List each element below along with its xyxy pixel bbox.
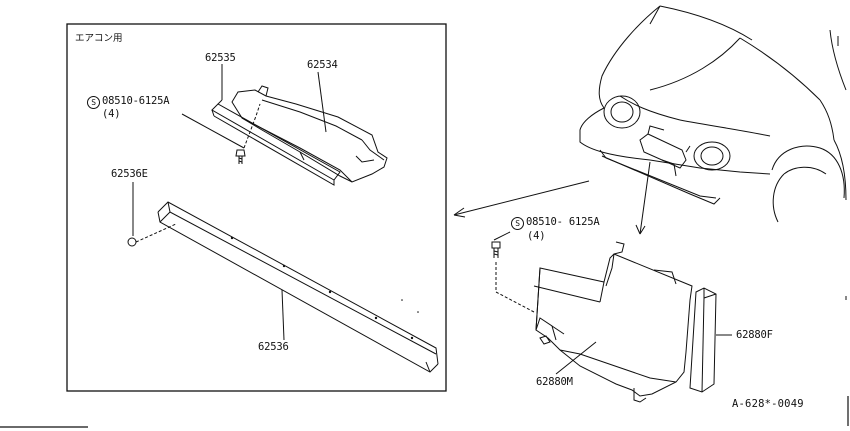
clip-62536e [127,182,177,247]
s-symbol-icon: S [511,217,524,230]
label-62880f: 62880F [736,329,773,341]
transfer-arrow [453,180,590,218]
label-inset-bolt-qty: (4) [102,108,121,120]
label-main-bolt-qty: (4) [527,230,546,242]
label-62536e: 62536E [111,168,148,180]
s-symbol-icon: S [87,96,100,109]
part-62880f-seal [689,287,717,393]
part-62534-cover [231,85,388,183]
label-62880m: 62880M [536,376,573,388]
car-to-cover-arrow [635,161,651,235]
diagram-code: A-628*-0049 [732,398,804,410]
page-edge-marks [0,36,849,428]
main-leader-lines [493,231,732,375]
label-main-bolt-number: 08510- 6125A [526,216,600,228]
label-inset-bolt-number: 08510-6125A [102,95,170,107]
label-62534: 62534 [307,59,338,71]
main-bolt [491,241,535,313]
car-front-outline [579,5,847,223]
inset-frame [66,23,447,392]
inset-bolt [235,103,261,164]
inset-leader-lines [181,64,327,341]
part-62535-seal [211,99,341,186]
part-62536-bracket [157,201,439,373]
label-62535: 62535 [205,52,236,64]
label-62536: 62536 [258,341,289,353]
inset-title: エアコン用 [75,33,123,44]
part-62880m-cover [533,241,693,403]
